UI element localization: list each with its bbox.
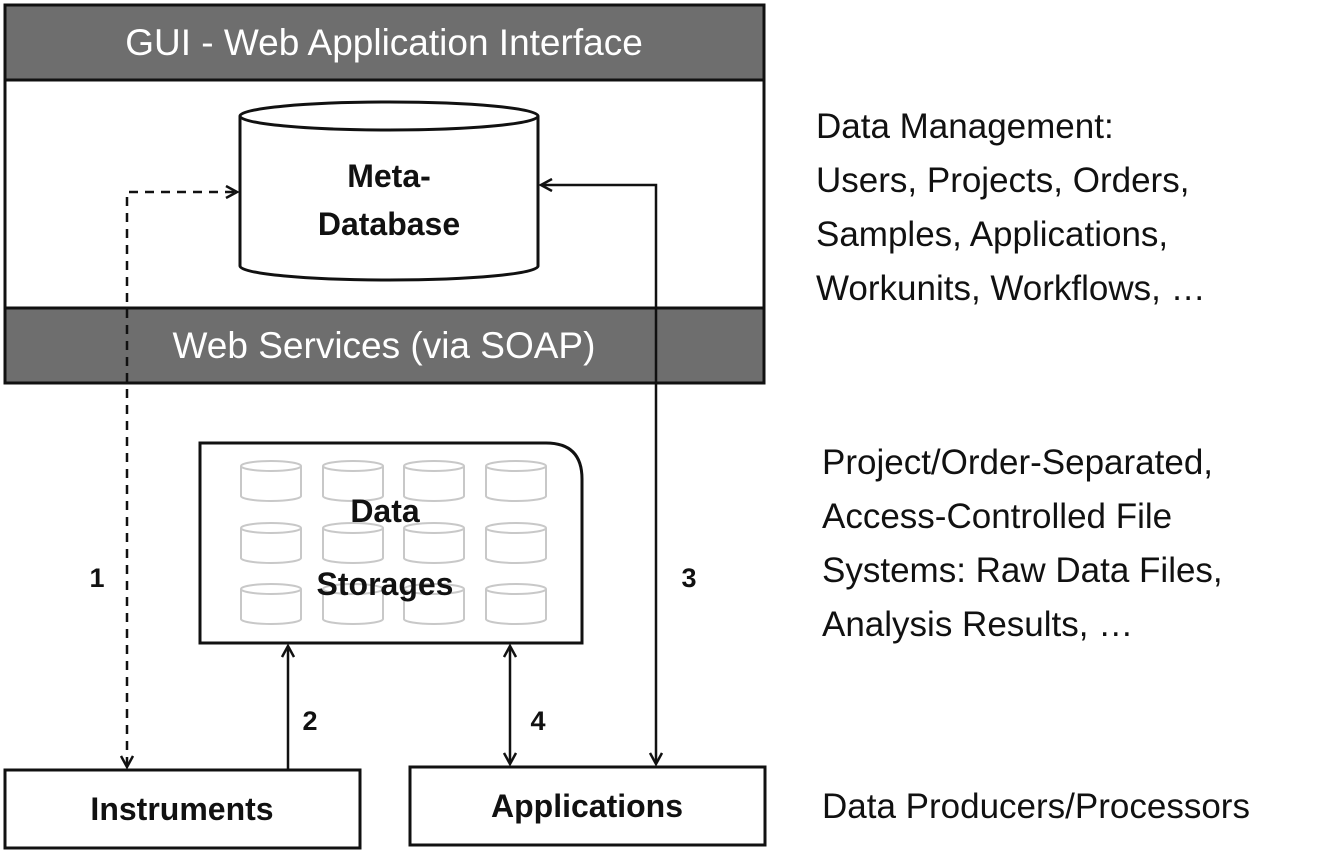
- instruments-label: Instruments: [90, 791, 273, 827]
- meta-database-label-line2: Database: [318, 206, 460, 242]
- mini-storage-cylinder-9: [240, 583, 302, 625]
- annotation-data-management-line2: Users, Projects, Orders,: [816, 161, 1189, 200]
- mini-storage-cylinder-7: [403, 522, 465, 564]
- data-storages-label-line1: Data: [350, 493, 420, 529]
- connection-2: 2: [288, 647, 318, 770]
- meta-database-label-line1: Meta-: [347, 158, 431, 194]
- instruments-box: Instruments: [3, 768, 362, 850]
- connection-4-label: 4: [530, 706, 545, 736]
- gui-header-bar: [3, 3, 766, 82]
- connection-1-label: 1: [89, 563, 104, 593]
- applications-label: Applications: [491, 788, 683, 824]
- connection-3: 3: [542, 185, 697, 763]
- annotation-data-management-line1: Data Management:: [816, 107, 1114, 146]
- mini-storage-cylinder-5: [240, 522, 302, 564]
- mini-storage-cylinder-6: [322, 522, 384, 564]
- data-storages-label-line2: Storages: [317, 566, 454, 602]
- annotation-file-systems: Project/Order-Separated, Access-Controll…: [822, 443, 1223, 644]
- connection-4: 4: [510, 647, 546, 763]
- mini-storage-cylinder-3: [403, 460, 465, 502]
- mini-storage-cylinder-4: [485, 460, 547, 502]
- mini-storage-cylinder-10: [322, 583, 384, 625]
- annotation-data-management-line3: Samples, Applications,: [816, 215, 1168, 254]
- annotation-data-management-line4: Workunits, Workflows, …: [816, 269, 1206, 308]
- connection-3-label: 3: [681, 563, 696, 593]
- mini-storage-cylinder-12: [485, 583, 547, 625]
- annotation-file-systems-line1: Project/Order-Separated,: [822, 443, 1213, 482]
- connection-1: 1: [89, 192, 236, 766]
- applications-box: Applications: [408, 765, 767, 847]
- mini-storage-cylinder-8: [485, 522, 547, 564]
- annotation-file-systems-line4: Analysis Results, …: [822, 605, 1133, 644]
- meta-database-cylinder: Meta- Database: [238, 100, 540, 282]
- mini-storage-cylinder-1: [240, 460, 302, 502]
- web-services-label: Web Services (via SOAP): [173, 325, 596, 366]
- annotation-file-systems-line2: Access-Controlled File: [822, 497, 1172, 536]
- annotation-file-systems-line3: Systems: Raw Data Files,: [822, 551, 1223, 590]
- annotation-data-producers: Data Producers/Processors: [822, 787, 1250, 826]
- mini-storage-cylinder-2: [322, 460, 384, 502]
- data-storages-box: Data Storages: [198, 441, 584, 645]
- connection-2-label: 2: [302, 706, 317, 736]
- storage-cylinder-grid: [240, 460, 547, 625]
- annotation-data-management: Data Management: Users, Projects, Orders…: [816, 107, 1206, 308]
- gui-header-label: GUI - Web Application Interface: [125, 22, 643, 63]
- mini-storage-cylinder-11: [403, 583, 465, 625]
